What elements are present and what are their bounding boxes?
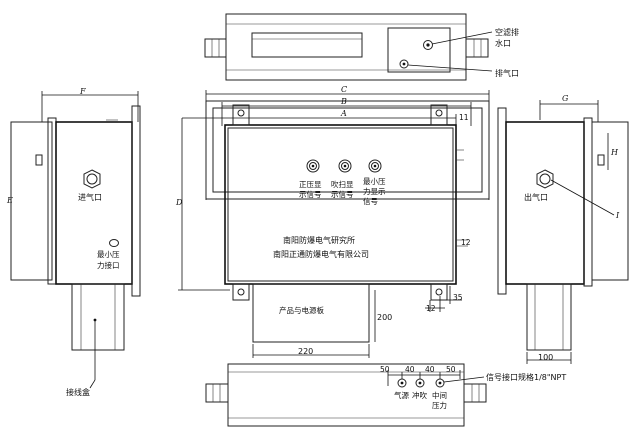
port-gas-label: 气源	[394, 390, 409, 400]
filter-drain-label-2: 水口	[495, 38, 511, 48]
dim-a: A	[340, 109, 347, 118]
ear-top-left	[232, 104, 250, 126]
outlet-hex-fitting	[536, 169, 554, 189]
company-name-2: 南阳正通防爆电气有限公司	[273, 249, 369, 259]
right-body	[505, 121, 585, 285]
dim-100: 100	[538, 353, 553, 362]
bottom-left-fitting	[205, 383, 229, 403]
signal-spec-label: 信号接口规格1/8"NPT	[486, 372, 566, 382]
exhaust-port-label: 排气口	[495, 68, 519, 78]
dim-right-mid: 12	[461, 238, 471, 247]
outlet-port-label: 出气口	[524, 192, 548, 202]
port-purge-label: 冲吹	[412, 390, 427, 400]
bottom-view	[205, 363, 487, 427]
dim-200: 200	[377, 313, 392, 322]
dim-h: H	[610, 148, 619, 157]
nameplate-box	[252, 283, 370, 343]
intake-port-label: 进气口	[78, 192, 102, 202]
enclosure-body	[224, 124, 457, 285]
ear-top-right	[430, 104, 448, 126]
dim-e: E	[6, 196, 13, 205]
min-pressure-port-label-1: 最小压	[97, 250, 120, 259]
indicator-min-pressure	[368, 159, 382, 173]
port-mid-label-2: 压力	[432, 400, 447, 410]
ear-bottom-right	[430, 283, 448, 301]
top-left-fitting	[204, 38, 227, 58]
dim-c: C	[341, 85, 347, 94]
pressure-signal-label-2: 示信号	[299, 189, 322, 199]
filter-drain-label-1: 空滤排	[495, 27, 519, 37]
dim-40-a: 40	[405, 365, 415, 374]
dim-12: 12	[426, 304, 436, 313]
top-view	[204, 13, 493, 81]
dim-g: G	[562, 94, 569, 103]
dim-right-top: 11	[459, 113, 469, 122]
min-pressure-signal-label-1: 最小压	[363, 177, 386, 186]
intake-hex-fitting	[83, 169, 101, 189]
dim-b: B	[340, 97, 347, 106]
left-body	[55, 121, 133, 285]
right-rear-plate	[591, 121, 629, 281]
dim-40-b: 40	[425, 365, 435, 374]
mounting-frame-inner	[212, 107, 483, 193]
left-rear-plate	[10, 121, 53, 281]
company-name-1: 南阳防爆电气研究所	[283, 235, 355, 245]
dim-220: 220	[298, 347, 313, 356]
indicator-pressure	[306, 159, 320, 173]
front-view	[178, 90, 490, 358]
min-pressure-port-label-2: 力接口	[97, 260, 120, 270]
right-lower-block	[526, 283, 572, 351]
right-side-view	[497, 100, 629, 364]
indicator-purge	[338, 159, 352, 173]
junction-box-label: 接线盒	[66, 387, 90, 397]
top-slot-window	[251, 32, 363, 58]
nameplate-label: 产品与电源板	[279, 305, 324, 315]
dim-d: D	[175, 198, 183, 207]
port-mid-label-1: 中间	[432, 390, 447, 400]
enclosure-inner	[227, 127, 454, 282]
left-junction-box	[71, 283, 125, 351]
top-right-fitting	[465, 38, 489, 58]
exhaust-port-mark	[399, 59, 409, 69]
right-front-plate	[497, 107, 507, 295]
bottom-right-fitting	[463, 383, 487, 403]
left-front-plate	[131, 105, 141, 297]
dim-50-right: 50	[446, 365, 456, 374]
dim-35: 35	[453, 293, 463, 302]
pressure-signal-label-1: 正压显	[299, 180, 322, 189]
dim-i: I	[615, 211, 620, 220]
dim-f: F	[79, 87, 86, 96]
min-pressure-signal-label-2: 力显示	[363, 186, 386, 196]
filter-drain-port	[423, 40, 433, 50]
min-pressure-port	[109, 239, 119, 247]
left-side-view	[10, 91, 141, 389]
purge-signal-label-2: 示信号	[331, 189, 354, 199]
min-pressure-signal-label-3: 信号	[363, 196, 378, 206]
ear-bottom-left	[232, 283, 250, 301]
dim-50-left: 50	[380, 365, 390, 374]
mounting-frame	[205, 100, 490, 200]
purge-signal-label-1: 吹扫显	[331, 179, 354, 189]
filter-box	[387, 27, 451, 73]
